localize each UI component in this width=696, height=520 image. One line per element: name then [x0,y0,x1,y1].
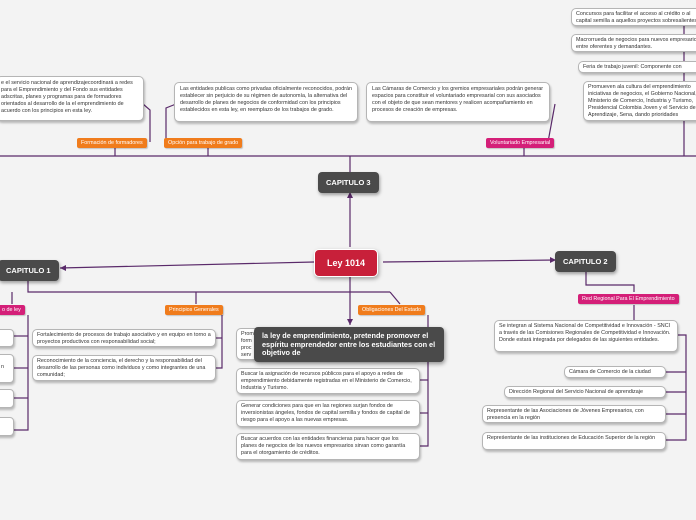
capitulo-3-node[interactable]: CAPITULO 3 [318,172,379,193]
capitulo-1-node[interactable]: CAPITULO 1 [0,260,59,281]
principio-trabajo-asociativo-text: Fortalecimiento de procesos de trabajo a… [37,332,211,345]
tooltip-ley-emprendimiento: la ley de emprendimiento, pretende promo… [254,327,444,362]
right-item-feria[interactable]: Feria de trabajo juvenil: Componente con [578,61,696,73]
red-description-text: Se integran al Sistema Nacional de Compe… [499,323,671,343]
obligacion-acuerdos-financieras-text: Buscar acuerdos con las entidades financ… [241,436,406,456]
right-item-macrorrueda[interactable]: Macrorrueda de negocios para nuevos empr… [571,34,696,52]
left-stub-1[interactable] [0,329,14,347]
obligacion-acuerdos-financieras[interactable]: Buscar acuerdos con las entidades financ… [236,433,420,460]
left-stub-3[interactable] [0,389,14,408]
formacion-description-text: e el servicio nacional de aprendizajecoo… [1,80,133,114]
capitulo-2-node[interactable]: CAPITULO 2 [555,251,616,272]
tag-formacion-de-formadores[interactable]: Formación de formadores [77,138,147,148]
red-item-jovenes-empresarios[interactable]: Representante de las Asociaciones de Jóv… [482,405,666,423]
right-item-promueven-text: Promueven ala cultura del emprendimiento… [588,84,696,118]
left-stub-2-text: n [1,364,4,370]
left-stub-4[interactable] [0,417,14,436]
tag-opcion-trabajo-de-grado[interactable]: Opción para trabajo de grado [164,138,243,148]
opcion-description-box[interactable]: Las entidades publicas como privadas ofi… [174,82,358,122]
right-item-promueven[interactable]: Promueven ala cultura del emprendimiento… [583,81,696,121]
obligacion-asignacion-recursos-text: Buscar la asignación de recursos público… [241,371,412,391]
right-item-macrorrueda-text: Macrorrueda de negocios para nuevos empr… [576,37,696,50]
formacion-description-box[interactable]: e el servicio nacional de aprendizajecoo… [0,76,144,121]
right-item-concursos[interactable]: Concursos para facilitar el acceso al cr… [571,8,696,26]
right-item-feria-text: Feria de trabajo juvenil: Componente con [583,64,682,70]
tag-objeto-de-ley[interactable]: o de ley [0,305,25,315]
principio-trabajo-asociativo[interactable]: Fortalecimiento de procesos de trabajo a… [32,329,216,347]
red-item-jovenes-empresarios-text: Representante de las Asociaciones de Jóv… [487,408,644,421]
central-topic-ley-1014[interactable]: Ley 1014 [314,249,379,277]
obligacion-asignacion-recursos[interactable]: Buscar la asignación de recursos público… [236,368,420,394]
opcion-description-text: Las entidades publicas como privadas ofi… [180,86,353,113]
voluntariado-description-box[interactable]: Las Cámaras de Comercio y los gremios em… [366,82,550,122]
connector-center-cap2 [382,259,557,263]
left-stub-2[interactable]: n [0,354,14,383]
principio-reconocimiento[interactable]: Reconocimiento de la conciencia, el dere… [32,355,216,381]
tag-principios-generales[interactable]: Principios Generales [165,305,223,315]
tooltip-ley-emprendimiento-text: la ley de emprendimiento, pretende promo… [262,331,436,358]
principio-reconocimiento-text: Reconocimiento de la conciencia, el dere… [37,358,206,378]
red-item-camara-comercio-text: Cámara de Comercio de la ciudad [569,369,651,375]
tag-obligaciones-del-estado[interactable]: Obligaciones Del Estado [358,305,426,315]
red-item-educacion-superior-text: Repreśentante de las instituciones de Ed… [487,435,656,441]
voluntariado-description-text: Las Cámaras de Comercio y los gremios em… [372,86,544,113]
red-item-educacion-superior[interactable]: Repreśentante de las instituciones de Ed… [482,432,666,450]
obligacion-promover-text: Prom form proc serv [241,331,254,358]
tag-red-regional-emprendimiento[interactable]: Red Regional Para El Emprendimiento [578,294,679,304]
connector-center-cap1 [59,261,315,269]
right-item-concursos-text: Concursos para facilitar el acceso al cr… [576,11,696,24]
tag-voluntariado-empresarial[interactable]: Voluntariado Empresarial [486,138,555,148]
red-item-direccion-regional[interactable]: Dirección Regional del Servicio Nacional… [504,386,666,398]
red-item-camara-comercio[interactable]: Cámara de Comercio de la ciudad [564,366,666,378]
red-description-box[interactable]: Se integran al Sistema Nacional de Compe… [494,320,678,352]
obligacion-generar-condiciones[interactable]: Generar condiciones para que en las regi… [236,400,420,427]
red-item-direccion-regional-text: Dirección Regional del Servicio Nacional… [509,389,643,395]
obligacion-generar-condiciones-text: Generar condiciones para que en las regi… [241,403,411,423]
